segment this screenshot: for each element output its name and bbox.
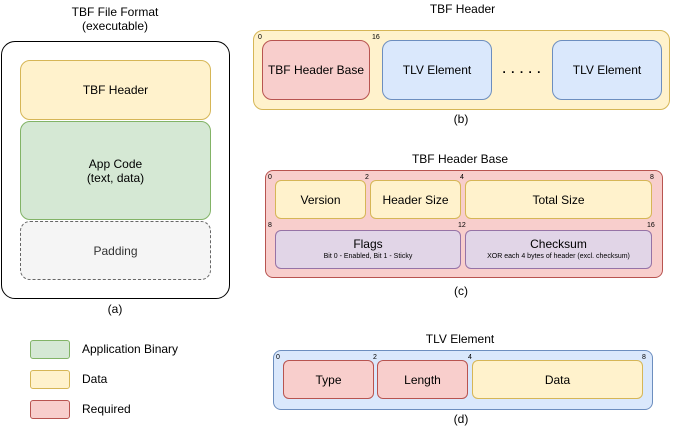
caption-c: (c) (454, 284, 468, 298)
panel-c-title: TBF Header Base (411, 152, 509, 166)
tlv-element-label-2: TLV Element (572, 63, 642, 77)
offset-c-2: 2 (365, 174, 369, 181)
app-code-block: App Code (text, data) (20, 121, 211, 220)
caption-b: (b) (453, 112, 469, 126)
legend-label-required: Required (82, 402, 131, 416)
tlv-element-block-2: TLV Element (552, 40, 662, 100)
data-label: Data (544, 372, 571, 387)
header-size-label: Header Size (382, 192, 449, 207)
flags-label: Flags (353, 236, 383, 251)
panel-a-title: TBF File Format (71, 5, 159, 19)
legend-swatch-required (30, 400, 70, 419)
offset-c-16: 16 (647, 222, 655, 229)
total-size-label: Total Size (532, 192, 585, 207)
offset-d-8: 8 (642, 354, 646, 361)
ellipsis-dots: . . . . . (502, 62, 542, 76)
tbf-header-base-label: TBF Header Base (267, 63, 365, 77)
length-label: Length (404, 372, 441, 387)
header-size-field: Header Size (370, 180, 461, 219)
panel-b-title: TBF Header (429, 2, 496, 16)
offset-d-4: 4 (468, 354, 472, 361)
tlv-element-block-1: TLV Element (382, 40, 492, 100)
checksum-sublabel: XOR each 4 bytes of header (excl. checks… (487, 252, 630, 260)
caption-a: (a) (107, 302, 123, 316)
legend-label-data: Data (82, 372, 108, 386)
data-field: Data (472, 360, 643, 399)
caption-d: (d) (453, 412, 469, 426)
offset-c-8-left: 8 (268, 222, 272, 229)
offset-c-4: 4 (460, 174, 464, 181)
padding-label: Padding (93, 243, 138, 258)
offset-d-2: 2 (373, 354, 377, 361)
offset-b-0: 0 (258, 34, 262, 41)
legend-label-app-binary: Application Binary (82, 342, 179, 356)
tbf-header-block: TBF Header (20, 60, 211, 120)
app-code-sublabel: (text, data) (86, 170, 145, 185)
tbf-header-base-block: TBF Header Base (262, 40, 370, 100)
total-size-field: Total Size (465, 180, 652, 219)
length-field: Length (377, 360, 468, 399)
app-code-label: App Code (88, 156, 143, 171)
flags-sublabel: Bit 0 - Enabled, Bit 1 - Sticky (323, 252, 413, 260)
panel-d-title: TLV Element (425, 332, 495, 346)
type-field: Type (283, 360, 374, 399)
offset-c-8-right: 8 (650, 174, 654, 181)
tbf-header-label: TBF Header (82, 83, 149, 97)
type-label: Type (315, 372, 342, 387)
flags-field: Flags Bit 0 - Enabled, Bit 1 - Sticky (275, 230, 461, 269)
offset-c-0: 0 (268, 174, 272, 181)
padding-block: Padding (20, 221, 211, 280)
checksum-field: Checksum XOR each 4 bytes of header (exc… (465, 230, 652, 269)
panel-a-subtitle: (executable) (81, 19, 149, 33)
offset-b-16: 16 (372, 34, 380, 41)
offset-d-0: 0 (276, 354, 280, 361)
legend-swatch-data (30, 370, 70, 389)
version-label: Version (300, 192, 341, 207)
legend-swatch-app-binary (30, 340, 70, 359)
checksum-label: Checksum (530, 236, 587, 251)
version-field: Version (275, 180, 366, 219)
offset-c-12: 12 (458, 222, 466, 229)
tlv-element-label-1: TLV Element (402, 63, 472, 77)
